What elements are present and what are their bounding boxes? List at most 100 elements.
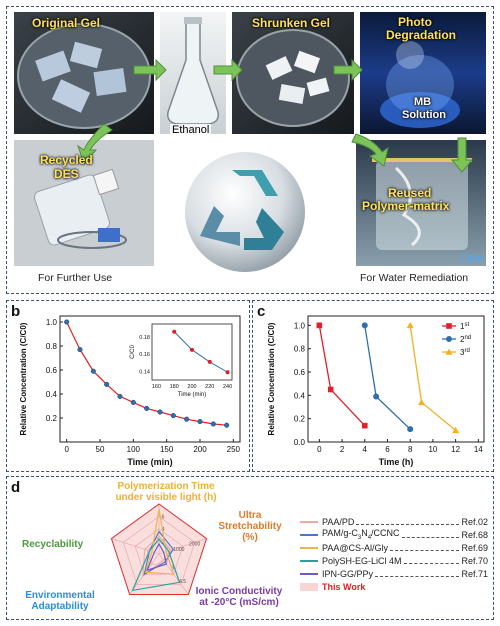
legend-swatch [300,572,318,575]
radar-spoke [111,538,160,555]
radar-axis-polymerization-line1: Polymerization Time [117,481,215,492]
legend-swatch [300,520,318,523]
legend-swatch [300,546,318,549]
data-point [210,421,216,427]
radar-axis-polymerization-line2: under visible light (h) [115,492,217,503]
data-point [170,413,176,419]
legend-marker-1 [446,323,452,329]
reused-text-1: Reused [388,186,432,200]
data-point [224,422,230,428]
shrunken-gel-text: Shrunken Gel [252,16,331,30]
inset-point [225,370,230,375]
inset-frame [151,323,233,381]
mb-solution-text-1: MB [414,96,432,108]
radar-series-6 [146,542,168,572]
plot-frame [59,315,241,443]
radar-axis-ultra-line1: Ultra [238,510,262,521]
radar-axis-env-line2: Adaptability [31,601,89,612]
legend-ref: Ref.69 [461,542,488,553]
legend-swatch [300,559,318,562]
data-point [117,393,123,399]
data-point [64,319,70,325]
series-point-1 [327,386,334,393]
data-point [157,409,163,415]
legend-ref: Ref.71 [461,568,488,579]
data-point [90,368,96,374]
y-axis-label: Relative Concentration (C/C0) [19,322,28,435]
photo-degradation-text-1: Photo [398,15,432,29]
data-point [77,347,83,353]
inset-y-tick-label: 0.16 [139,352,150,358]
legend-leader [375,570,460,577]
radar-tick-label: 3 [171,565,174,571]
clear-text: Clear [460,253,484,264]
legend-marker-2 [446,336,452,342]
y-tick-label: 0.8 [294,345,306,354]
inset-x-tick-label: 200 [187,384,196,390]
series-point-1 [361,422,368,429]
x-axis-label: Time (min) [127,457,172,467]
legend-label-2: 2nd [460,335,471,344]
series-point-3 [418,398,426,406]
x-tick-label: 200 [193,445,207,454]
recycled-des-text-2: DES [54,167,79,181]
x-tick-label: 50 [96,445,105,454]
legend-ref: Ref.02 [461,516,488,527]
radar-axis-polymerization: Polymerization Time under visible light … [86,481,246,503]
inset-point [207,359,212,364]
radar-series-4 [144,508,175,575]
inset-x-axis-label: Time (min) [178,392,206,398]
panel-c: c [252,300,494,472]
inset-y-axis-label: C/C0 [130,345,136,359]
series-line-1 [318,325,366,427]
radar-tick-label: 2 [162,540,165,546]
radar-axis-ultra: Ultra Stretchability (%) [210,510,290,543]
mb-solution-text-2: Solution [402,109,446,121]
radar-grid-ring [134,528,184,575]
radar-chart: 2461000200034.5 [110,503,208,595]
y-tick-label: 0.6 [294,368,306,377]
plot-frame [307,315,485,443]
x-tick-label: 8 [408,445,413,454]
legend-name: This Work [322,581,366,592]
data-point [184,416,190,422]
panel-a-illustration [14,12,486,272]
legend-ref: Ref.68 [461,529,488,540]
x-tick-label: 100 [127,445,141,454]
radar-axis-ionic-line2: at -20°C (mS/cm) [199,597,279,608]
x-tick-label: 6 [385,445,390,454]
x-tick-label: 4 [363,445,368,454]
series-point-2 [407,426,414,433]
inset-x-tick-label: 220 [205,384,214,390]
y-tick-label: 1.0 [46,318,58,327]
inset-x-tick-label: 180 [170,384,179,390]
original-gel-text: Original Gel [32,16,101,30]
y-tick-label: 0.0 [294,438,306,447]
recycled-des-text-1: Recycled [40,153,93,167]
ethanol-text: Ethanol [170,124,212,136]
process-arrows [77,58,474,173]
legend-name: IPN-GG/PPy [322,568,374,579]
y-tick-label: 0.8 [46,342,58,351]
radar-axis-ultra-line2: Stretchability [218,521,282,532]
legend-ref: Ref.70 [461,555,488,566]
panel-b: b [6,300,250,472]
radar-grid-ring [122,516,196,585]
x-tick-label: 250 [227,445,241,454]
legend-leader [389,544,460,551]
for-further-use-text: For Further Use [38,272,113,284]
y-axis-label: Relative Concentration (C/C0) [267,322,276,435]
x-tick-label: 0 [317,445,322,454]
x-tick-label: 12 [451,445,460,454]
inset-point [190,347,194,352]
data-point [130,399,136,405]
panel-d-label: d [11,479,21,496]
legend-leader [356,518,460,525]
data-point [144,405,150,411]
legend-swatch [300,533,318,536]
